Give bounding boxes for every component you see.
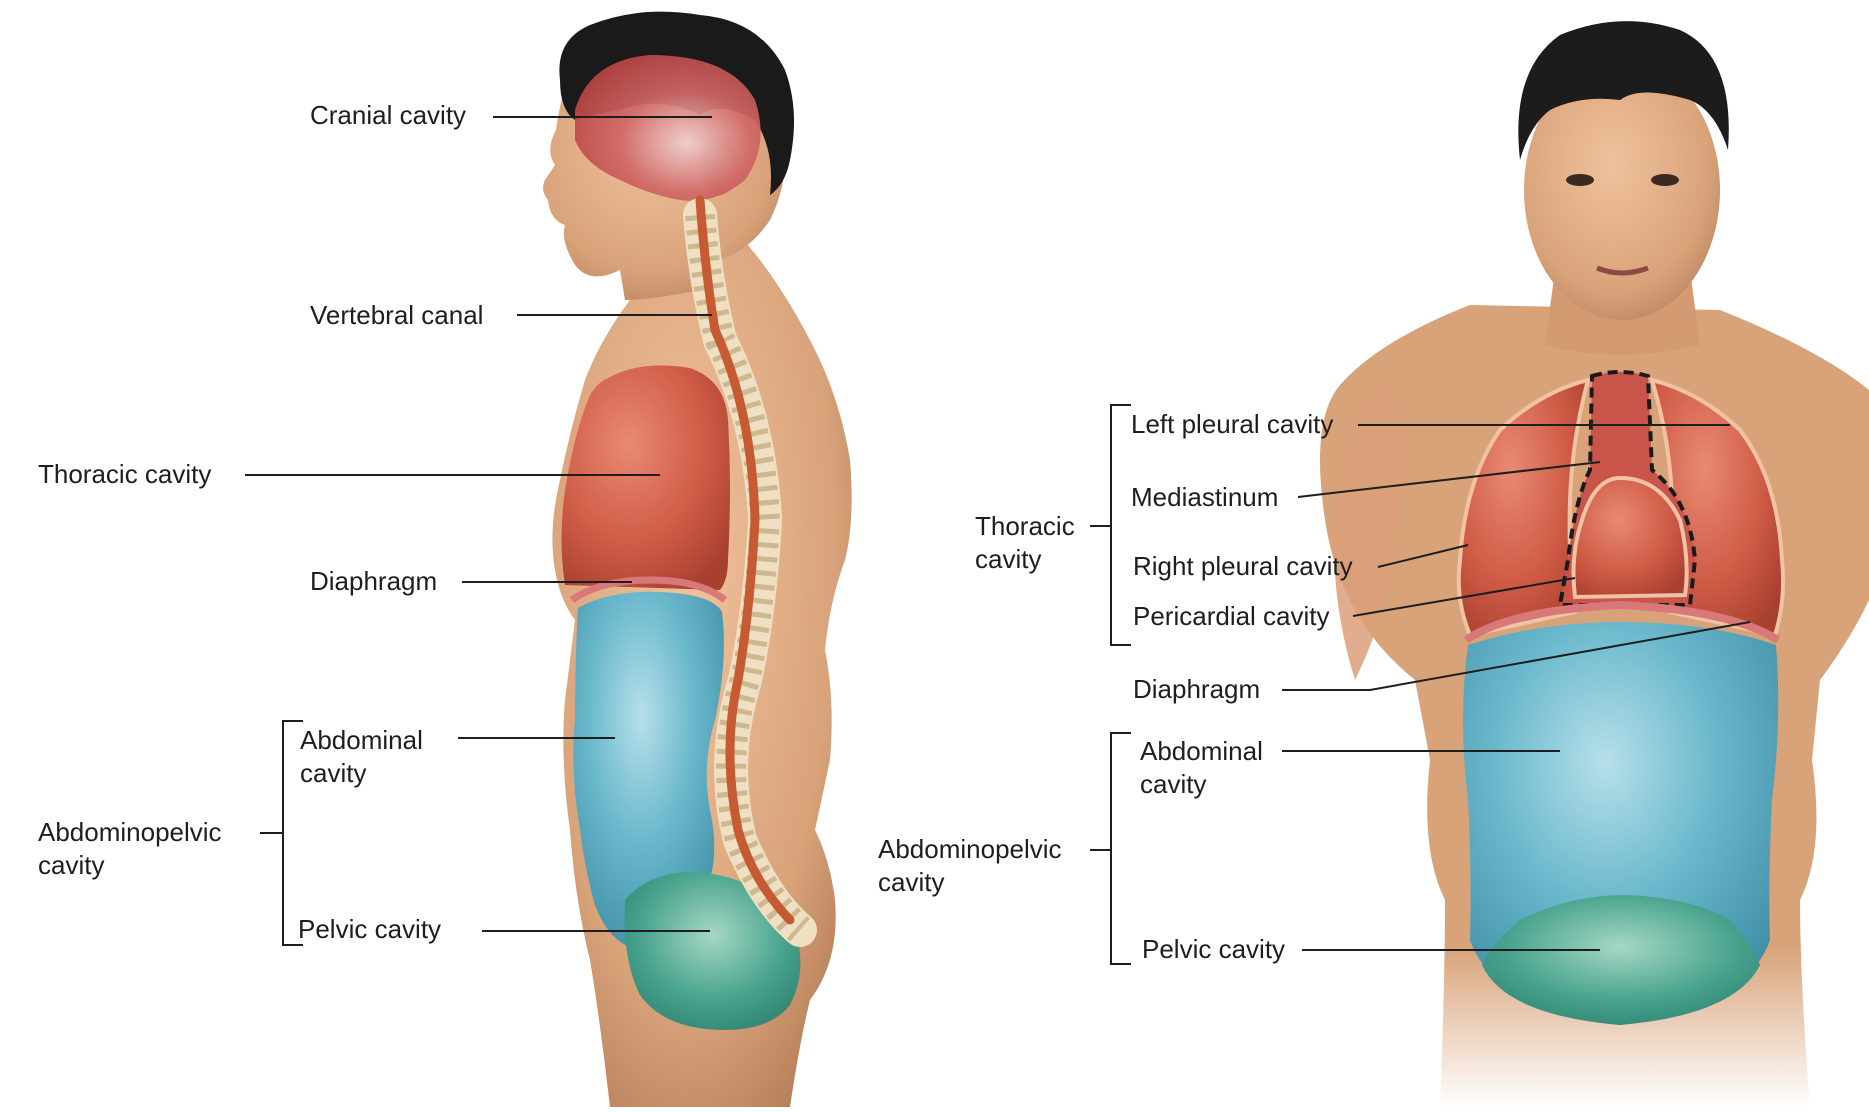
label-left-pleural-cavity: Left pleural cavity bbox=[1131, 409, 1334, 439]
label-mediastinum: Mediastinum bbox=[1131, 482, 1279, 512]
anterior-mouth bbox=[1596, 265, 1649, 276]
label-right-pleural-cavity: Right pleural cavity bbox=[1133, 551, 1353, 581]
anterior-eye-right bbox=[1566, 174, 1594, 186]
anterior-hair bbox=[1518, 21, 1729, 160]
anterior-eye-left bbox=[1651, 174, 1679, 186]
label-cranial-cavity: Cranial cavity bbox=[310, 100, 467, 130]
lateral-diaphragm-shape bbox=[569, 576, 728, 603]
anterior-left-arm bbox=[1334, 380, 1410, 680]
label-lateral-diaphragm: Diaphragm bbox=[310, 566, 438, 596]
leader-anterior-diaphragm bbox=[1282, 621, 1751, 691]
anterior-pelvic-cavity-shape bbox=[1482, 895, 1760, 1025]
anterior-face bbox=[1524, 60, 1720, 320]
lateral-figure bbox=[543, 11, 852, 1107]
label-lateral-abdominopelvic-cavity: Abdominopelvic cavity bbox=[38, 817, 222, 880]
label-anterior-diaphragm: Diaphragm bbox=[1133, 674, 1261, 704]
label-anterior-abdominal-cavity: Abdominal cavity bbox=[1140, 736, 1263, 799]
label-lateral-thoracic-cavity: Thoracic cavity bbox=[38, 459, 212, 489]
right-pleural-cavity-shape bbox=[1456, 377, 1591, 638]
leader-pericardial-cavity bbox=[1352, 577, 1576, 617]
lateral-abdominal-cavity-shape bbox=[573, 591, 724, 950]
leader-lines bbox=[245, 116, 1751, 965]
bracket-anterior-thoracic bbox=[1110, 404, 1131, 646]
label-lateral-abdominal-cavity: Abdominal cavity bbox=[300, 725, 423, 788]
label-vertebral-canal: Vertebral canal bbox=[310, 300, 484, 330]
bracket-anterior-abdominopelvic bbox=[1110, 732, 1131, 965]
leader-right-pleural-cavity bbox=[1377, 544, 1469, 568]
anterior-figure bbox=[1320, 21, 1869, 1107]
cranial-cavity-shape bbox=[575, 55, 761, 201]
label-anterior-pelvic-cavity: Pelvic cavity bbox=[1142, 934, 1286, 964]
label-lateral-pelvic-cavity: Pelvic cavity bbox=[298, 914, 442, 944]
label-anterior-abdominopelvic-cavity: Abdominopelvic cavity bbox=[878, 834, 1062, 897]
leader-mediastinum bbox=[1297, 461, 1601, 498]
label-anterior-thoracic-cavity: Thoracic cavity bbox=[975, 511, 1075, 574]
spinal-cord-shape bbox=[695, 195, 795, 925]
lateral-thoracic-cavity-shape bbox=[561, 365, 730, 590]
label-pericardial-cavity: Pericardial cavity bbox=[1133, 601, 1330, 631]
pericardial-cavity-shape bbox=[1571, 475, 1689, 600]
lateral-pelvic-cavity-shape bbox=[624, 871, 801, 1030]
